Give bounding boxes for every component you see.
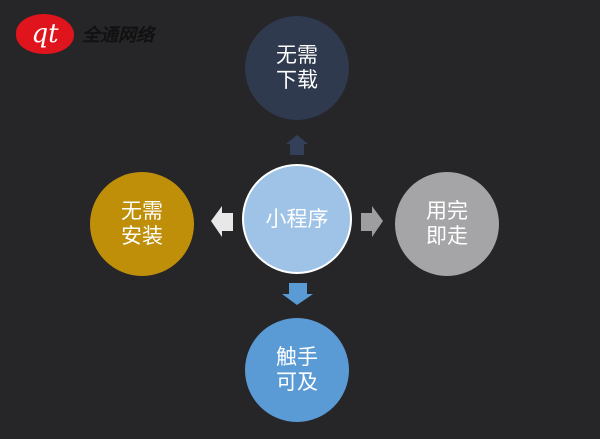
arrow-up-icon [286, 135, 308, 155]
node-left-label: 无需安装 [121, 199, 163, 248]
center-node: 小程序 [242, 164, 352, 274]
logo: qt 全通网络 [16, 14, 154, 54]
node-right-label: 用完即走 [426, 199, 468, 248]
logo-text: 全通网络 [82, 25, 154, 46]
node-top-label: 无需下载 [276, 43, 318, 92]
arrow-left-icon [211, 206, 233, 237]
logo-mark: qt [16, 14, 74, 54]
node-bottom-label: 触手可及 [276, 345, 318, 394]
node-left: 无需安装 [90, 172, 194, 276]
node-right: 用完即走 [395, 172, 499, 276]
center-label: 小程序 [265, 206, 329, 231]
arrow-down-icon [282, 283, 313, 305]
node-bottom: 触手可及 [245, 318, 349, 422]
node-top: 无需下载 [245, 16, 349, 120]
arrow-right-icon [361, 206, 383, 237]
